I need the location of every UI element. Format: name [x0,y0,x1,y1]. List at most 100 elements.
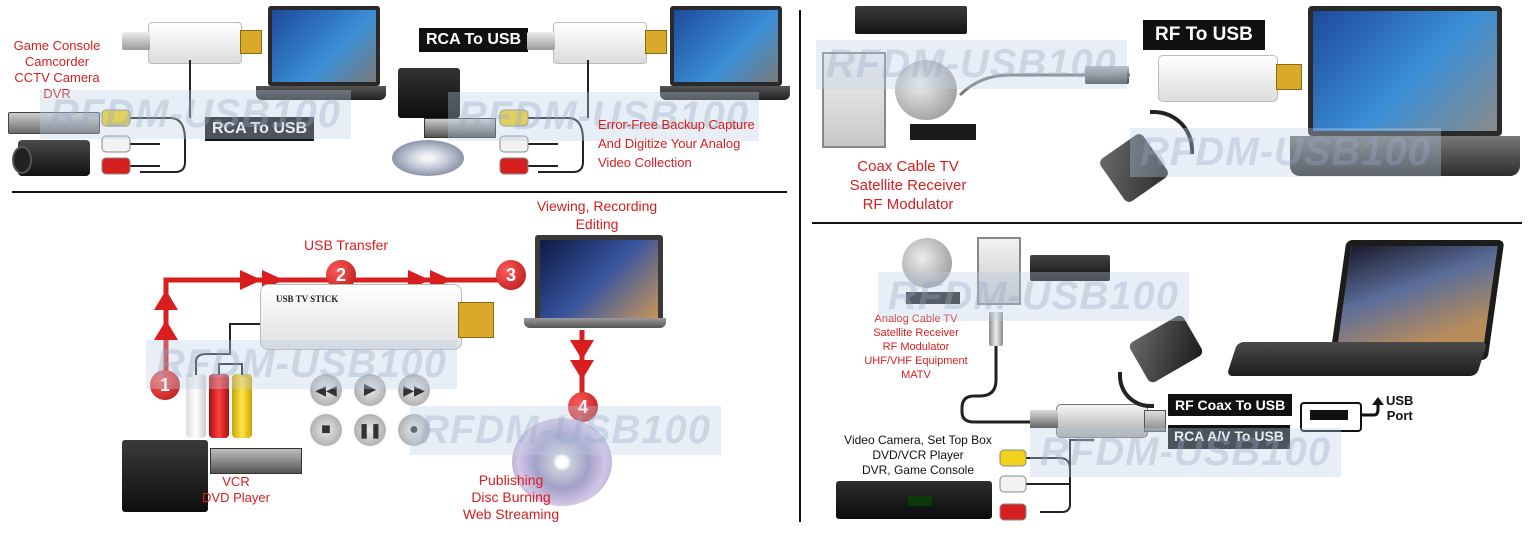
laptop-base-image-3 [1290,136,1520,176]
usb-plug-image-3 [1276,64,1302,90]
stop-icon: ■ [321,421,331,438]
step-1-number: 1 [159,375,170,395]
backup-line-2: And Digitize Your Analog [598,136,741,151]
coax-cable-bottom-right [960,320,1030,424]
vcr-device-image [424,118,496,138]
watermark-top-left: RFDM-USB100 [40,90,352,139]
cable-stick-to-rca-left [189,60,191,118]
vcr-device-image-2 [210,448,302,474]
backup-line-3: Video Collection [598,155,692,170]
laptop-base-image [256,86,386,100]
source-cctv: CCTV Camera [14,70,100,85]
rf-analog-cable: Analog Cable TV [874,313,958,325]
divider-vertical [799,10,801,522]
dvd-discs-image [392,140,464,176]
receiver-box-image [855,6,967,34]
satellite-base-image [906,292,960,304]
rca-plug-white [186,374,206,438]
cable-stick-to-rca-right [587,60,589,118]
viewing-line-2: Editing [575,216,619,232]
laptop-screen-image-4 [535,235,663,323]
record-button[interactable]: ● [398,414,430,446]
av-dvr-console: DVR, Game Console [861,463,975,477]
pause-button[interactable]: ❚❚ [354,414,386,446]
record-icon: ● [409,421,419,438]
coax-cable-top-right [958,73,1130,97]
tag-rca-to-usb-left: RCA To USB [205,117,315,141]
play-button[interactable]: ▶ [354,374,386,406]
source-list: Game Console Camcorder CCTV Camera DVR [2,38,112,102]
usb-port-label-2: Port [1386,408,1413,423]
watermark-bottom-left: RFDM-USB100 [146,340,458,389]
rewind-button[interactable]: ◀◀ [310,374,342,406]
tag-rca-av-to-usb-wrap: RCA A/V To USB [1168,423,1290,449]
rf-satellite: Satellite Receiver [873,327,959,339]
usb-stick-image-2 [553,22,647,64]
vcr-label: VCR [222,474,250,489]
divider-top-right [812,222,1522,224]
laptop-base-image-4 [524,318,666,328]
vhs-tapes-image [398,68,460,118]
publishing-label: Publishing Disc Burning Web Streaming [448,472,574,523]
tag-rf-coax-to-usb: RF Coax To USB [1168,394,1293,416]
av-video-camera: Video Camera, Set Top Box [844,433,992,447]
step-4-badge: 4 [568,392,598,422]
rf-sources-list: Analog Cable TV Satellite Receiver RF Mo… [856,312,976,382]
laptop-base-image-2 [660,86,790,100]
vhs-tapes-image-2 [122,440,208,512]
watermark-top-right: RFDM-USB100 [816,40,1128,89]
rf-modulator: RF Modulator [882,341,950,353]
laptop-screen-image-3 [1308,6,1502,136]
watermark-bottom-right-2: RFDM-USB100 [1030,428,1342,477]
laptop-screen-image-2 [670,6,782,86]
watermark-top-left-2: RFDM-USB100 [448,92,760,141]
rca-plug-yellow [232,374,252,438]
usb-plug-image [240,30,262,54]
wall-plate-image-2 [977,237,1021,305]
usb-transfer-label: USB Transfer [304,237,389,253]
av-dvd-vcr: DVD/VCR Player [872,448,964,462]
av-sources-list: Video Camera, Set Top Box DVD/VCR Player… [842,433,994,478]
source-dvr: DVR [43,86,71,101]
publishing-line-1: Publishing [478,472,544,488]
source-camcorder: Camcorder [24,54,90,69]
rca-cables-bottom-right [999,439,1094,521]
watermark-bottom-left-2: RFDM-USB100 [410,406,722,455]
tag-rf-to-usb: RF To USB [1143,20,1265,50]
viewing-label: Viewing, Recording Editing [522,197,672,233]
divider-top-left [12,191,787,193]
usb-stick-image [148,22,242,64]
watermark-bottom-right: RFDM-USB100 [878,272,1190,321]
dvr-device-image [8,112,100,134]
media-controls: ◀◀ ▶ ▶▶ ■ ❚❚ ● [310,374,430,446]
wall-plate-image [822,52,886,148]
rf-source-modulator: RF Modulator [862,196,954,213]
rca-cables-left [101,109,186,175]
usb-port-inner [1310,410,1348,420]
usb-stick-brand: USB TV STICK [276,294,339,304]
viewing-line-1: Viewing, Recording [536,198,658,214]
laptop-screen-image [268,6,380,86]
usb-plug-large-image [458,302,494,338]
receiver-small-image [910,124,976,140]
usb-plug-image-2 [645,30,667,54]
satellite-dish-image-2 [902,238,952,288]
camera-lens-image [12,146,32,174]
source-game-console: Game Console [13,38,101,53]
step-1-badge: 1 [150,370,180,400]
arrow-to-usb-port [1360,397,1384,417]
rf-source-list: Coax Cable TV Satellite Receiver RF Modu… [828,157,988,214]
coax-connector-silver [1030,410,1058,428]
fast-forward-button[interactable]: ▶▶ [398,374,430,406]
usb-stick-large-image [260,284,462,350]
laptop-base-image-5 [1226,342,1488,376]
coax-connector-image [122,32,150,50]
usb-plug-silver-image [1144,410,1166,432]
usb-stick-image-3 [1158,55,1278,102]
step-2-number: 2 [335,265,346,285]
tag-rca-av-to-usb: RCA A/V To USB [1174,428,1284,444]
stop-button[interactable]: ■ [310,414,342,446]
rca-cables-bottom-left [195,323,260,375]
signal-waves-icon-2 [1118,372,1154,408]
tag-rca-to-usb-right: RCA To USB [419,28,529,52]
